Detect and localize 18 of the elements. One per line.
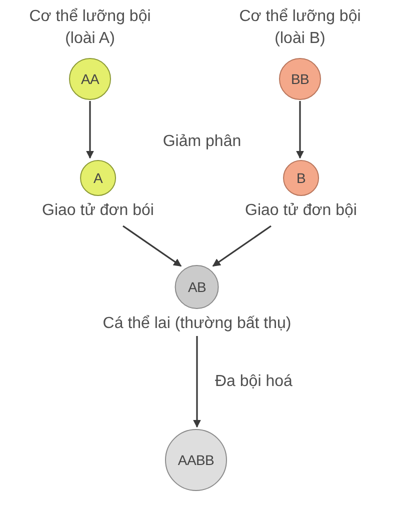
arrow	[122, 225, 182, 267]
genotype-circle: B	[283, 160, 319, 196]
process-label: Giảm phân	[162, 132, 242, 152]
genotype-circle: AB	[175, 265, 219, 309]
arrow	[296, 101, 304, 159]
caption-text: Cá thể lai (thường bất thụ)	[102, 314, 292, 334]
genotype-circle: A	[80, 160, 116, 196]
caption-text: Cơ thể lưỡng bội (loài B)	[238, 7, 362, 49]
caption-text: Cơ thể lưỡng bội (loài A)	[28, 7, 152, 49]
arrow	[212, 225, 272, 267]
caption-text: Giao tử đơn bội	[245, 201, 357, 221]
genotype-circle: AA	[69, 58, 111, 100]
genotype-circle: BB	[279, 58, 321, 100]
arrow	[193, 336, 201, 428]
caption-text: Giao tử đơn bói	[42, 201, 154, 221]
edge-label: Đa bội hoá	[213, 372, 294, 392]
arrow	[86, 101, 94, 159]
genotype-circle: AABB	[165, 429, 227, 491]
